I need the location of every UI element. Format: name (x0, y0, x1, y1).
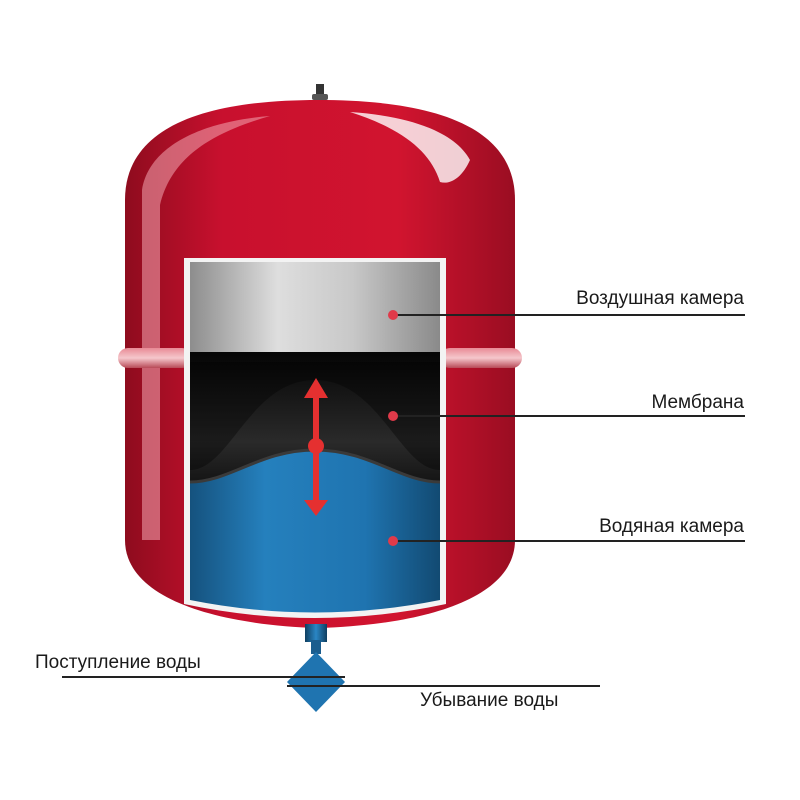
water-inflow-label: Поступление воды (35, 652, 201, 673)
air-chamber-label: Воздушная камера (576, 288, 744, 309)
tank-highlight-left (142, 116, 270, 540)
air-chamber (190, 262, 440, 362)
tank-highlight-top (350, 112, 470, 183)
water-chamber (190, 450, 440, 613)
water-chamber-label: Водяная камера (599, 516, 744, 537)
top-valve-nipple (312, 84, 328, 100)
leader-air (388, 310, 745, 320)
outlet-pipe (305, 624, 327, 654)
membrane-label: Мембрана (651, 392, 744, 413)
diamond-valve-icon (287, 652, 345, 712)
water-outflow-label: Убывание воды (420, 690, 559, 711)
tank-band-left (118, 348, 192, 368)
tank-band-right (440, 348, 522, 368)
membrane-fold-shade (190, 362, 440, 470)
leader-water (388, 536, 745, 546)
leader-membrane (388, 411, 745, 421)
double-arrow-vertical-icon (304, 378, 328, 516)
